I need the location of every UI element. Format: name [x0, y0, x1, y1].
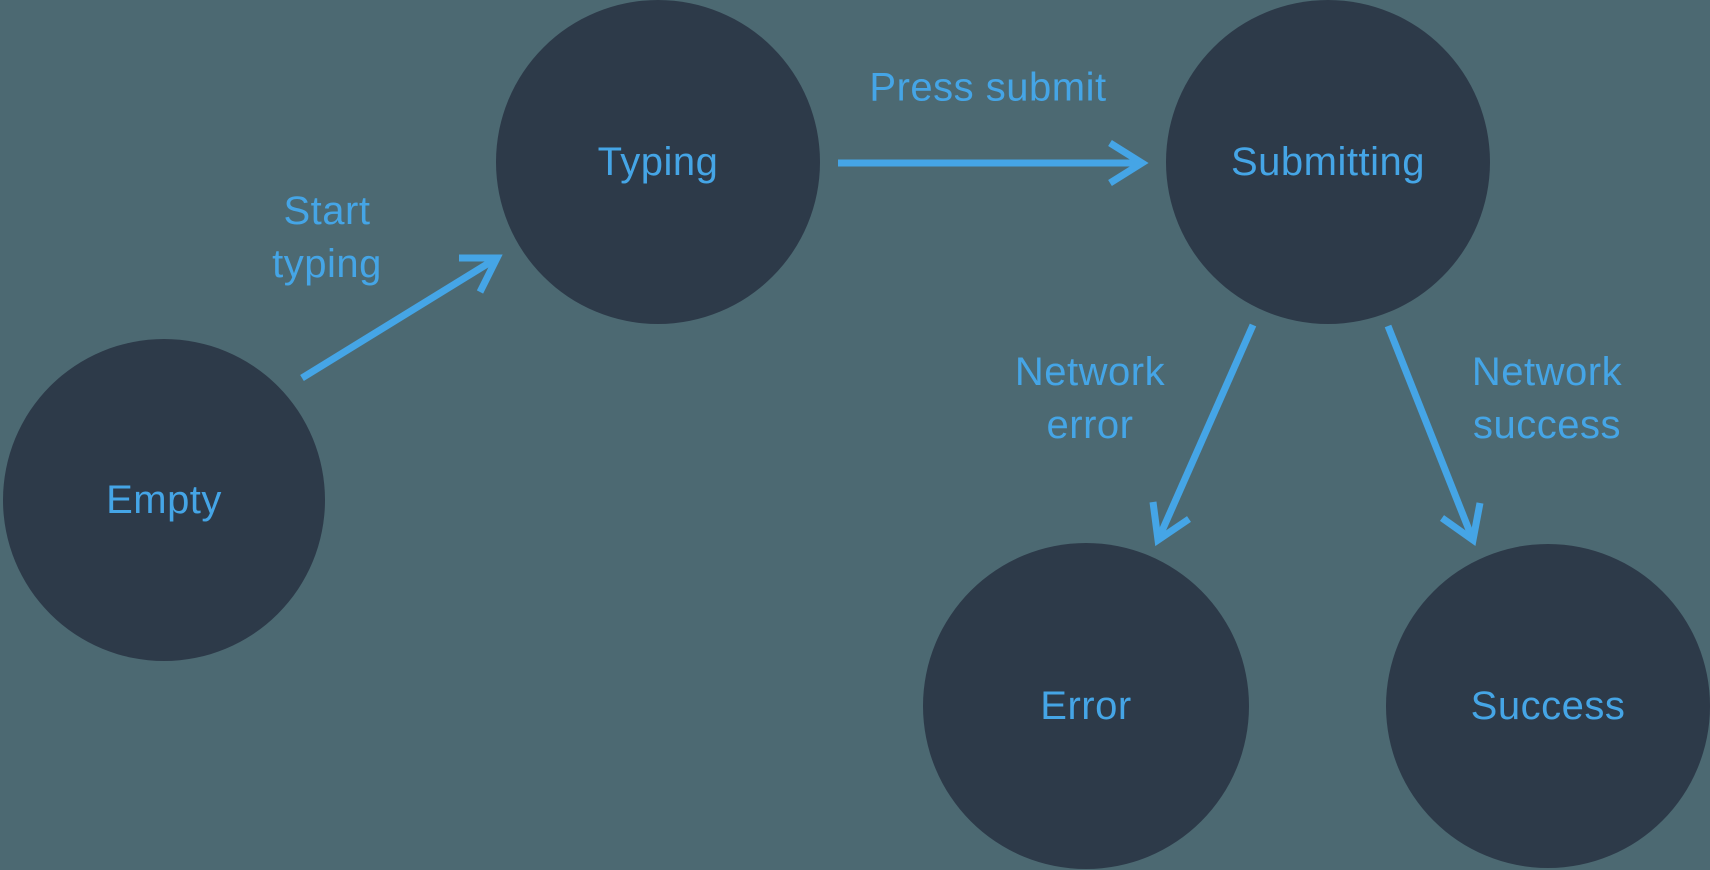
edge-label-network-success: Network success [1471, 349, 1623, 447]
state-label-success: Success [1470, 683, 1626, 728]
edge-label-network-error: Network error [1014, 349, 1166, 447]
state-label-empty: Empty [106, 477, 222, 522]
arrow-press-submit [838, 140, 1149, 186]
arrowhead-icon [459, 254, 503, 294]
state-label-error: Error [1040, 683, 1132, 728]
edge-label-press-submit: Press submit [869, 65, 1107, 110]
arrow-network-error [1149, 323, 1257, 547]
state-label-typing: Typing [597, 139, 719, 184]
state-node-success: Success [1386, 544, 1710, 868]
arrowhead-icon [1149, 501, 1191, 547]
state-node-typing: Typing [496, 0, 820, 324]
state-node-error: Error [923, 543, 1249, 869]
state-node-empty: Empty [3, 339, 325, 661]
state-label-submitting: Submitting [1231, 139, 1425, 184]
arrow-network-success [1384, 324, 1484, 547]
arrowhead-icon [1439, 502, 1484, 547]
state-node-submitting: Submitting [1166, 0, 1490, 324]
edge-label-start-typing: Start typing [272, 188, 382, 286]
arrow-start-typing [300, 254, 503, 381]
arrowhead-icon [1108, 140, 1149, 186]
